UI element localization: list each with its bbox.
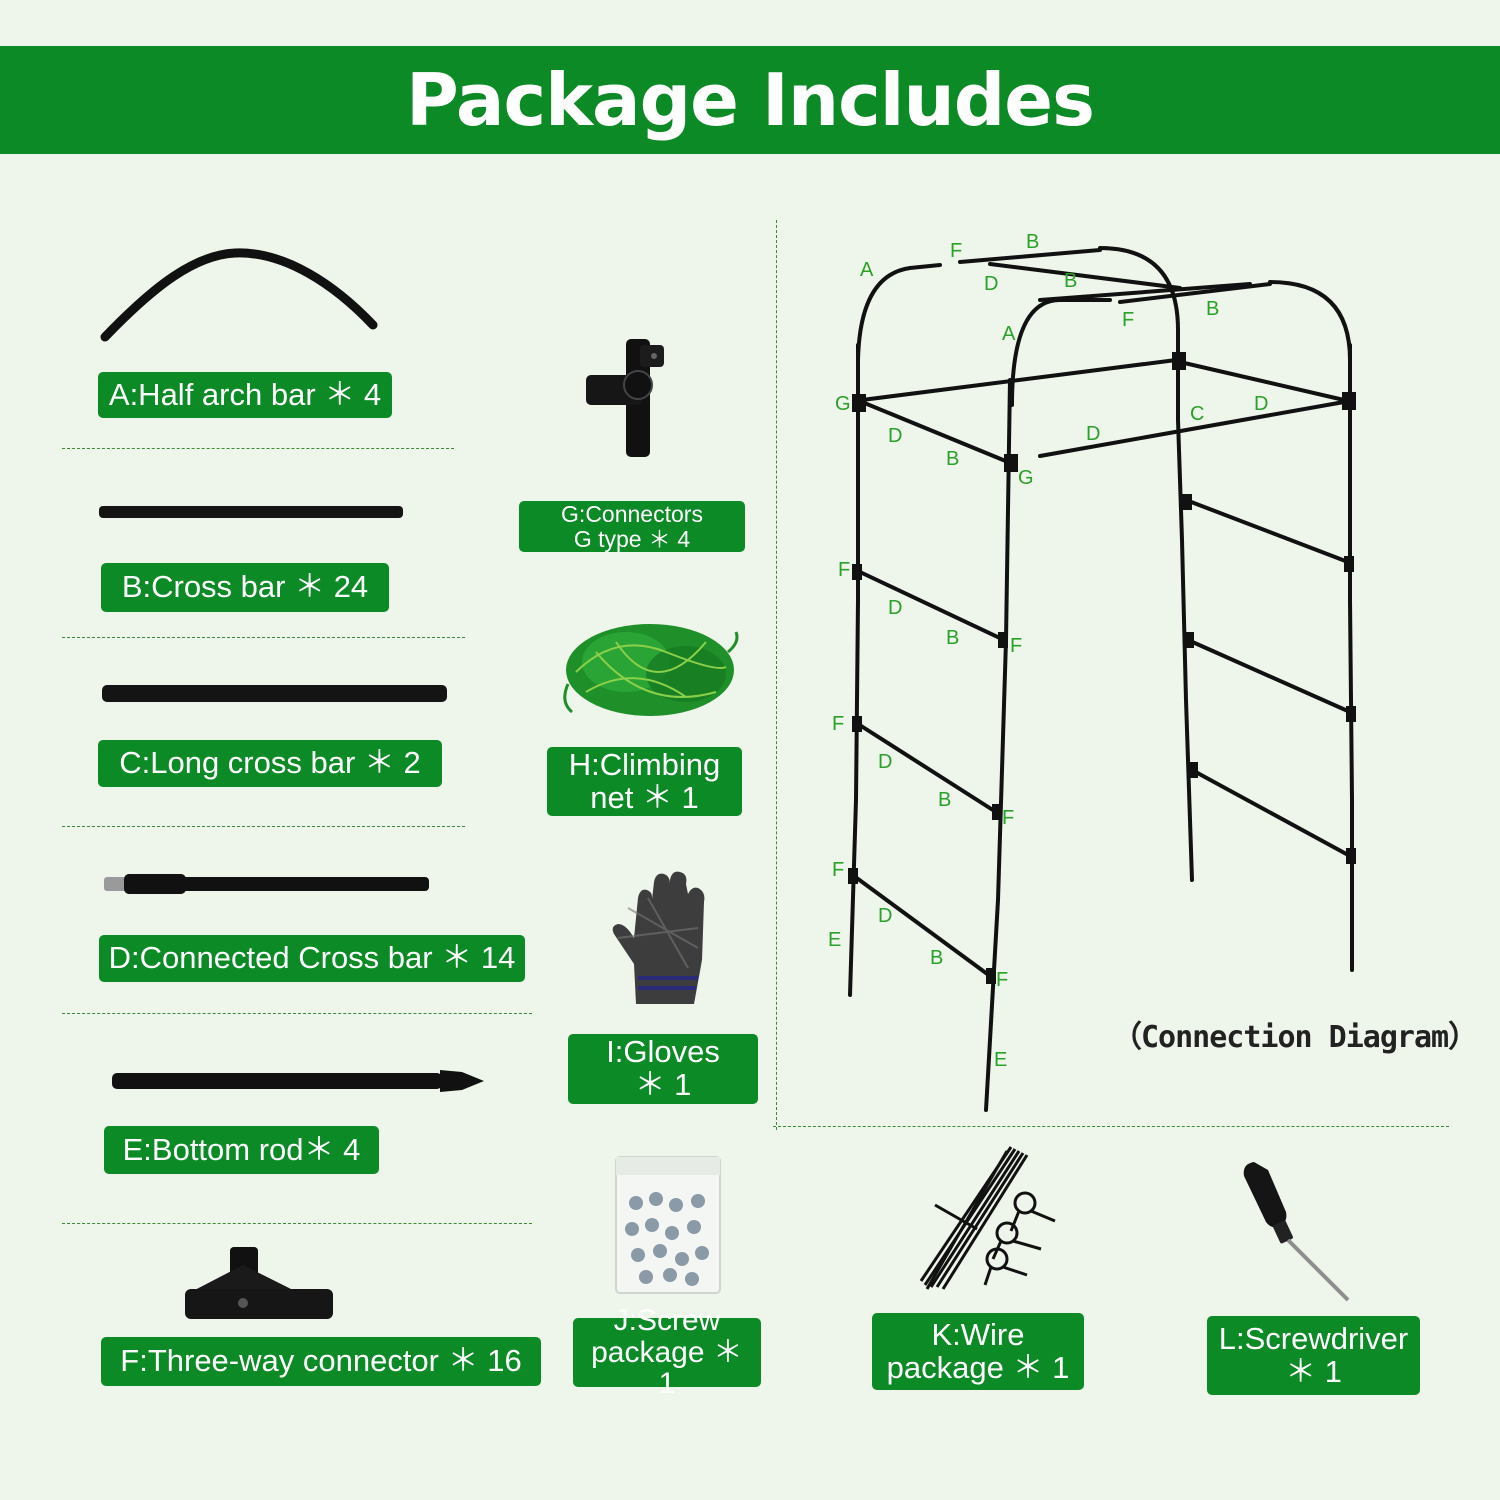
three-way-connector-image [185,1247,333,1319]
connection-diagram-caption: （Connection Diagram） [1112,1020,1478,1055]
screw-package-image [615,1156,721,1294]
cross-bar-image [99,506,403,518]
connected-cross-bar-image [104,874,429,894]
svg-text:E: E [828,929,841,951]
label-g-connectors: G:Connectors G type ＊ 4 [519,501,745,552]
label-climbing-net: H:Climbing net ＊ 1 [547,747,742,816]
svg-text:D: D [1086,423,1100,445]
label-screw-package: J:Screw package ＊ 1 [573,1305,761,1400]
svg-text:F: F [832,713,844,735]
label-bottom-rod: E:Bottom rod＊ 4 [104,1126,379,1174]
bottom-rod-image [112,1070,484,1092]
g-connector-image [586,339,664,457]
gloves-image [612,871,705,1004]
svg-text:G: G [1018,467,1034,489]
svg-text:B: B [1206,298,1219,320]
svg-text:F: F [1010,635,1022,657]
svg-text:A: A [860,259,874,281]
diagram-divider-vertical [776,220,777,1130]
svg-text:F: F [838,559,850,581]
label-long-cross-bar: C:Long cross bar ＊ 2 [98,740,442,787]
svg-text:F: F [996,969,1008,991]
climbing-net-image [563,624,739,716]
svg-text:D: D [984,273,998,295]
svg-text:B: B [946,448,959,470]
divider [62,1013,532,1014]
svg-text:B: B [938,789,951,811]
svg-text:E: E [994,1049,1007,1071]
long-cross-bar-image [102,685,447,702]
svg-text:D: D [888,425,902,447]
svg-text:F: F [1122,309,1134,331]
connection-diagram: A F B D B A F B G D B G D C D F D B F F … [828,231,1356,1112]
svg-text:D: D [888,597,902,619]
svg-text:F: F [832,859,844,881]
divider [62,448,454,449]
svg-text:F: F [950,240,962,262]
divider [62,826,465,827]
label-screwdriver: L:Screwdriver ＊ 1 [1207,1316,1420,1395]
label-connected-cross-bar: D:Connected Cross bar ＊ 14 [99,935,525,982]
diagram-divider-horizontal [773,1126,1449,1127]
svg-text:F: F [1002,807,1014,829]
svg-text:B: B [1026,231,1039,253]
svg-text:D: D [878,905,892,927]
divider [62,1223,532,1224]
svg-text:C: C [1190,403,1204,425]
svg-text:B: B [1064,270,1077,292]
label-cross-bar: B:Cross bar ＊ 24 [101,563,389,612]
title-banner: Package Includes [0,46,1500,154]
half-arch-bar-image [100,248,378,342]
page-title: Package Includes [406,58,1095,142]
wire-package-image [919,1146,1056,1290]
svg-text:D: D [1254,393,1268,415]
divider [62,637,465,638]
label-wire-package: K:Wire package ＊ 1 [872,1313,1084,1390]
svg-text:D: D [878,751,892,773]
label-three-way-connector: F:Three-way connector ＊ 16 [101,1337,541,1386]
svg-text:A: A [1002,323,1016,345]
svg-text:G: G [835,393,851,415]
label-half-arch-bar: A:Half arch bar ＊ 4 [98,372,392,418]
svg-text:B: B [930,947,943,969]
screwdriver-image [1243,1162,1350,1302]
svg-text:B: B [946,627,959,649]
label-gloves: I:Gloves ＊ 1 [568,1034,758,1104]
